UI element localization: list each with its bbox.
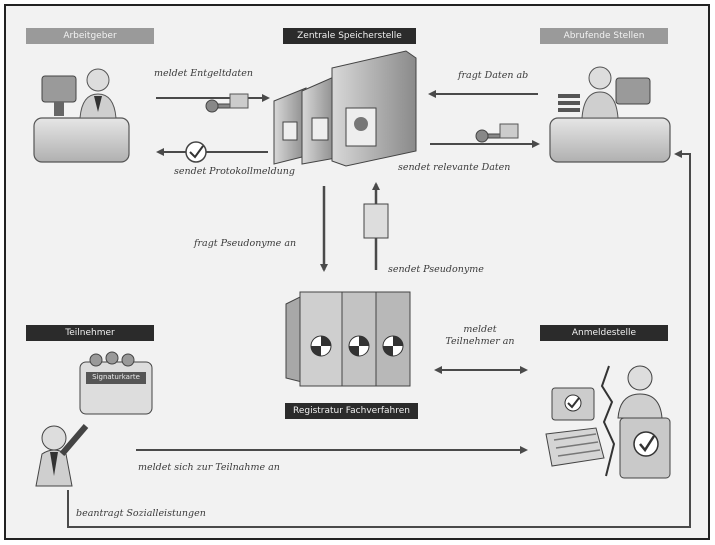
- label-registration-office: Anmeldestelle: [540, 325, 668, 341]
- retrieving-desk-icon: [549, 66, 671, 163]
- key-icon-2: [475, 123, 519, 143]
- note-sends-pseudonyms: sendet Pseudonyme: [388, 264, 484, 275]
- diagram-frame: Arbeitgeber Zentrale Speicherstelle Abru…: [4, 4, 710, 540]
- diagram-canvas: [33, 50, 691, 528]
- pseudonym-document-icon: [363, 203, 389, 239]
- pointing-person-icon: [35, 351, 153, 487]
- signature-card-label: Signaturkarte: [92, 373, 140, 381]
- label-registry: Registratur Fachverfahren: [285, 403, 418, 419]
- note-requests-pseudonyms: fragt Pseudonyme an: [194, 238, 297, 249]
- arrow-applies-social-benefits: [67, 150, 691, 528]
- server-icon: [273, 50, 417, 167]
- employer-desk-icon: [33, 68, 130, 163]
- registration-office-icon: [545, 365, 671, 479]
- label-retrieving-bodies: Abrufende Stellen: [540, 28, 668, 44]
- registry-server-icon: [285, 291, 411, 387]
- note-reports-earnings: meldet Entgeltdaten: [154, 68, 253, 79]
- note-applies-social-benefits: beantragt Sozialleistungen: [76, 508, 206, 519]
- key-icon: [205, 93, 249, 113]
- note-sends-relevant-data: sendet relevante Daten: [398, 162, 511, 173]
- note-requests-data: fragt Daten ab: [458, 70, 529, 81]
- note-reports-participants-2: Teilnehmer an: [445, 336, 515, 347]
- note-sends-log-report: sendet Protokollmeldung: [174, 166, 295, 177]
- note-reports-participants-1: meldet: [463, 324, 497, 335]
- keyboard-icon: [545, 427, 605, 467]
- note-registers-participation: meldet sich zur Teilnahme an: [138, 462, 280, 473]
- label-participants: Teilnehmer: [26, 325, 154, 341]
- checkmark-icon: [185, 141, 207, 163]
- label-central-storage: Zentrale Speicherstelle: [283, 28, 416, 44]
- label-employers: Arbeitgeber: [26, 28, 154, 44]
